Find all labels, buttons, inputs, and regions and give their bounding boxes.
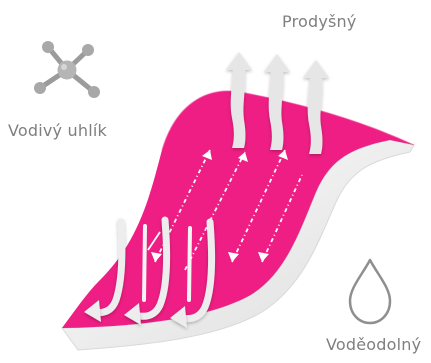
label-conductive-carbon: Vodivý uhlík bbox=[8, 122, 107, 140]
label-breathable: Prodyšný bbox=[282, 13, 357, 31]
water-drop-icon bbox=[350, 260, 390, 323]
label-waterproof: Voděodolný bbox=[326, 336, 421, 354]
molecule-icon bbox=[34, 41, 100, 98]
up-arrow-icon bbox=[226, 52, 329, 154]
